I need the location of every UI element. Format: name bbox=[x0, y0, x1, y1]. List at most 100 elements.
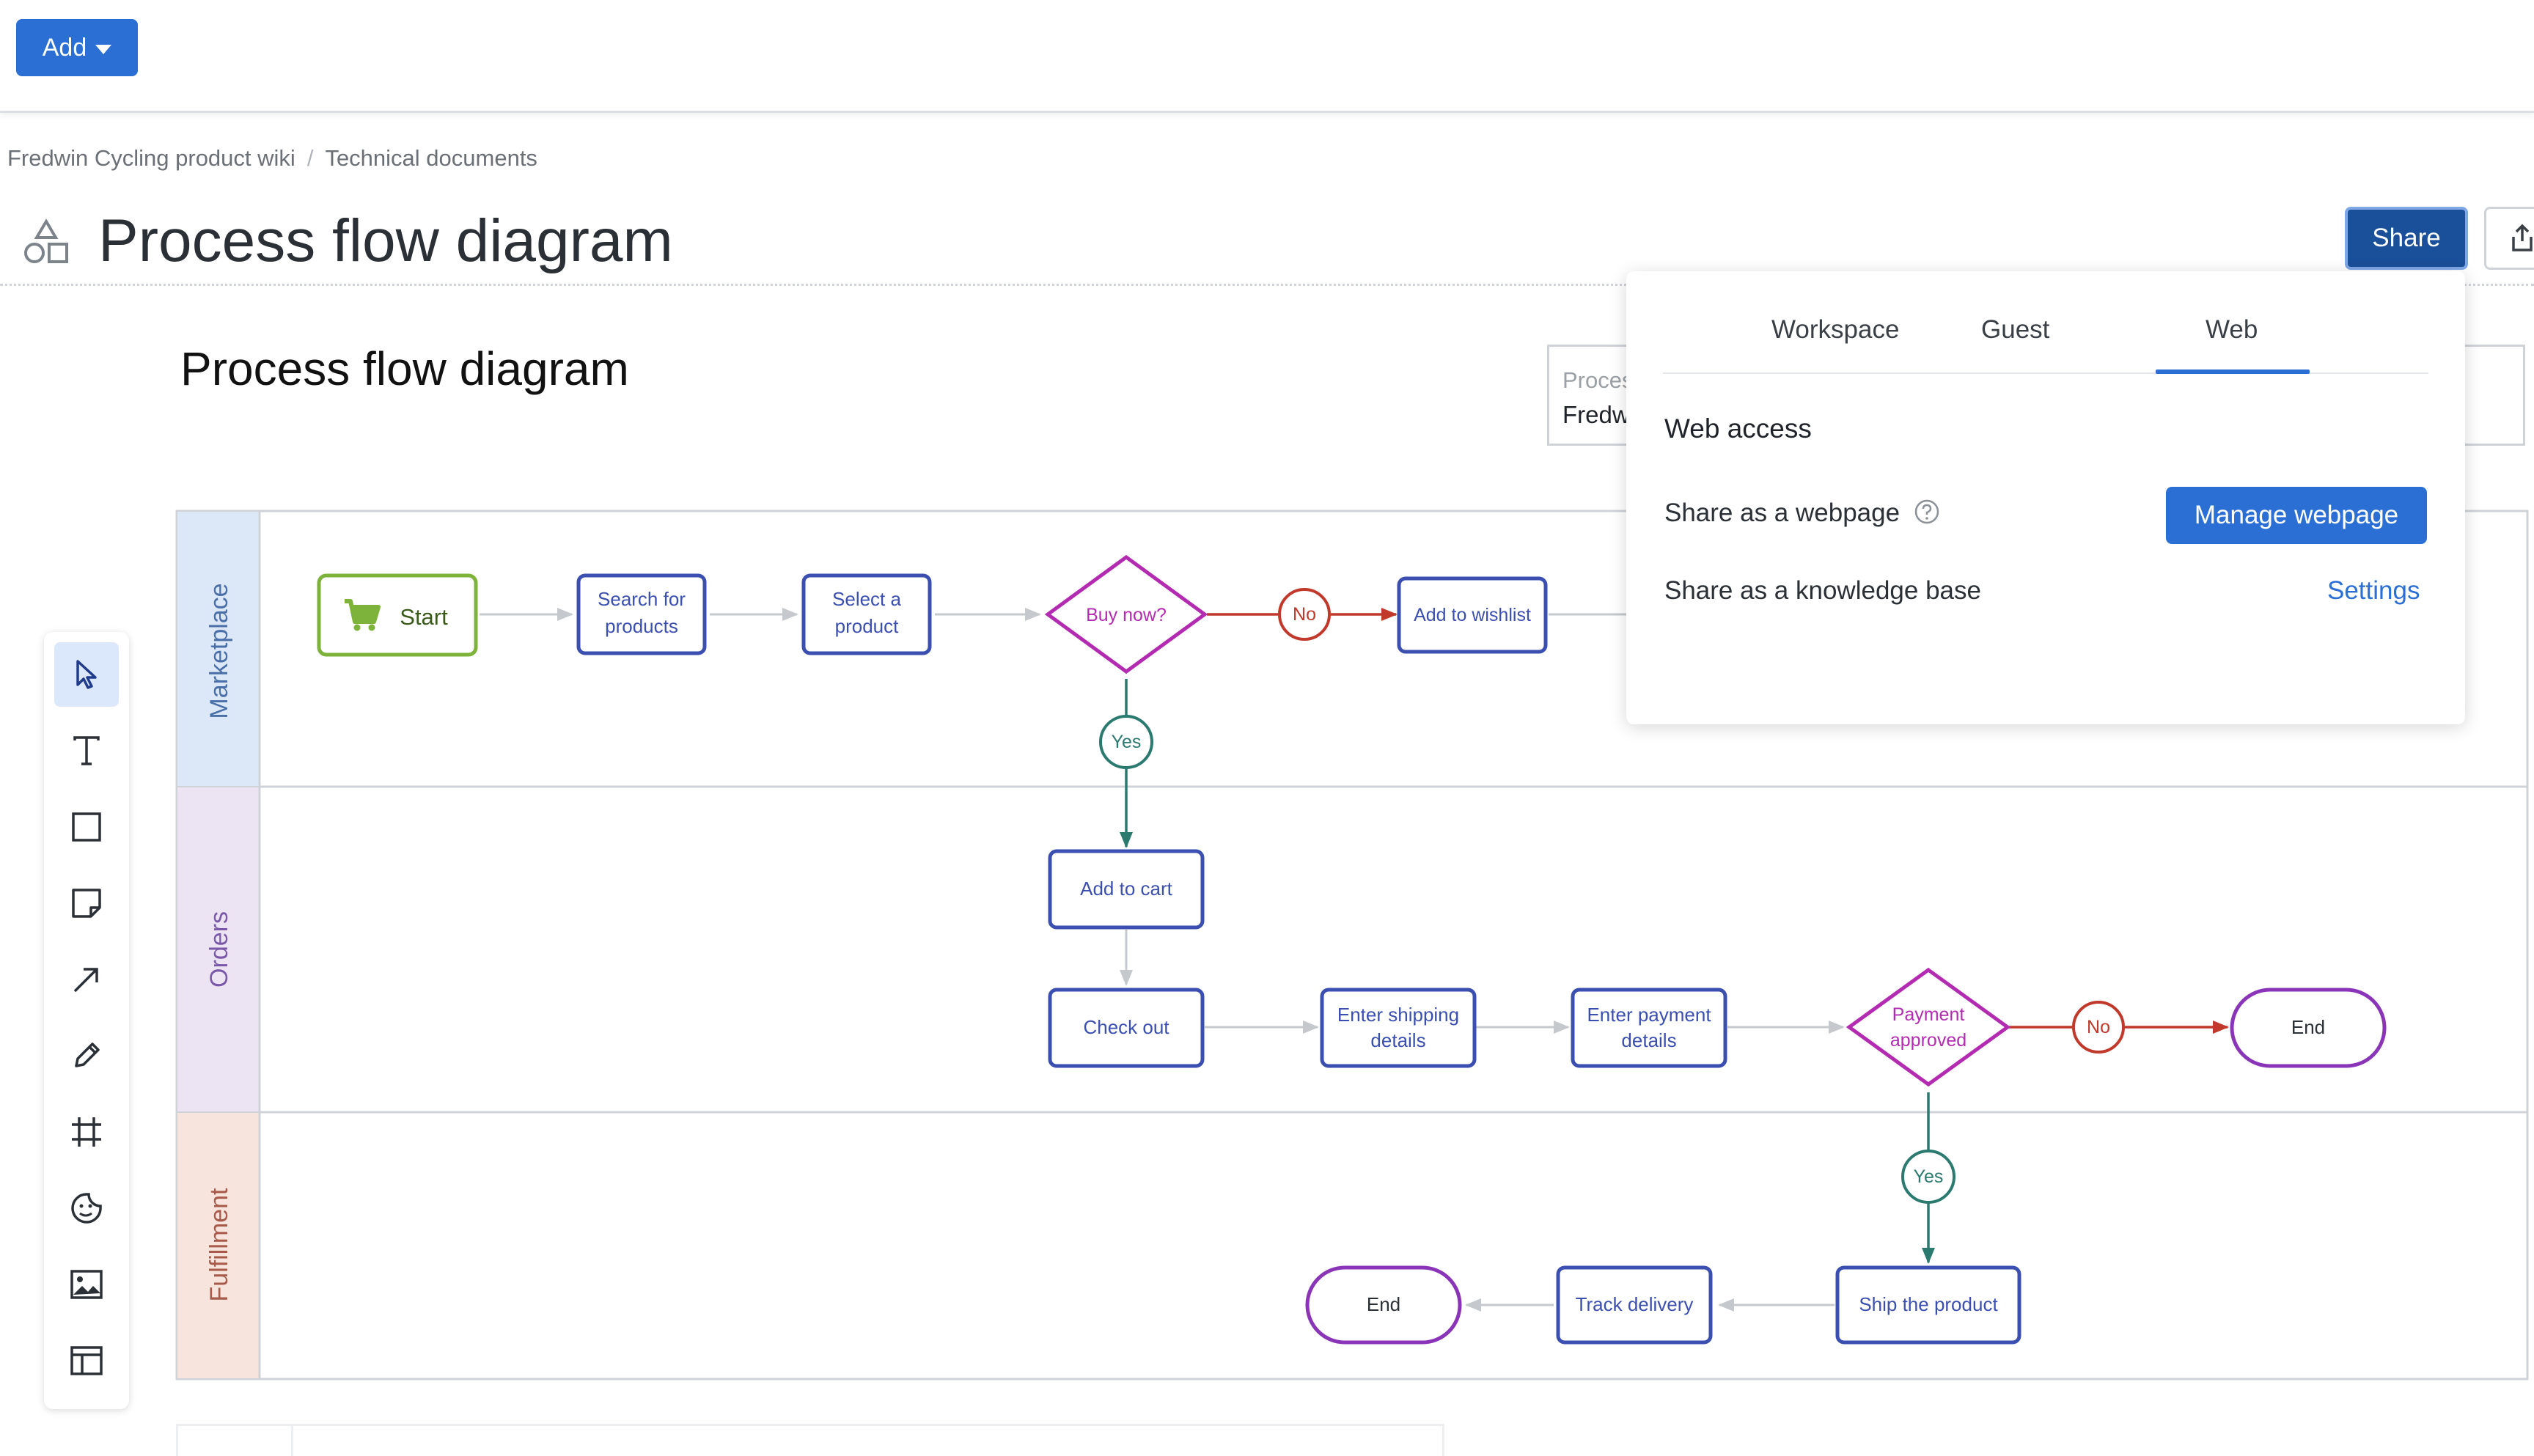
end-1-label: End bbox=[2291, 1016, 2325, 1038]
export-icon bbox=[2512, 224, 2533, 251]
tab-workspace[interactable]: Workspace bbox=[1771, 315, 1900, 344]
text-tool[interactable] bbox=[54, 718, 119, 783]
square-icon bbox=[72, 812, 101, 842]
track-label: Track delivery bbox=[1576, 1293, 1694, 1315]
lane-label-orders: Orders bbox=[205, 911, 233, 988]
flow-node-add-to-cart[interactable]: Add to cart bbox=[1048, 849, 1205, 930]
next-block-preview bbox=[176, 1424, 1444, 1456]
share-as-knowledge-base-label: Share as a knowledge base bbox=[1664, 576, 1981, 605]
page-header: Process flow diagram Share bbox=[0, 198, 2534, 286]
active-tab-indicator bbox=[2156, 369, 2310, 374]
settings-link[interactable]: Settings bbox=[2327, 576, 2420, 605]
flow-node-check-out[interactable]: Check out bbox=[1048, 988, 1205, 1068]
sticker-icon bbox=[71, 1193, 102, 1224]
add-button-label: Add bbox=[42, 33, 87, 62]
sticky-note-tool[interactable] bbox=[54, 871, 119, 935]
lane-label-marketplace: Marketplace bbox=[205, 583, 233, 718]
pointer-icon bbox=[76, 660, 97, 689]
check-out-label: Check out bbox=[1083, 1016, 1169, 1038]
buy-now-label: Buy now? bbox=[1086, 605, 1167, 625]
search-line-2: products bbox=[605, 615, 678, 637]
flow-node-end-2[interactable]: End bbox=[1305, 1265, 1462, 1345]
image-icon bbox=[70, 1270, 103, 1299]
flow-node-search-products[interactable]: Search for products bbox=[576, 573, 707, 655]
layout-icon bbox=[70, 1346, 103, 1375]
frame-tool[interactable] bbox=[54, 1100, 119, 1164]
info-box-value: Fredw bbox=[1562, 401, 1630, 428]
lane-label-fulfillment: Fulfillment bbox=[205, 1188, 233, 1301]
top-bar: Add bbox=[0, 0, 2534, 113]
cart-icon bbox=[345, 599, 381, 631]
share-tabs: Workspace Guest Web bbox=[1663, 293, 2428, 374]
shapes-icon bbox=[24, 218, 68, 263]
breadcrumb-separator: / bbox=[306, 145, 314, 171]
svg-text:Yes: Yes bbox=[1112, 732, 1142, 752]
share-as-webpage-label: Share as a webpage bbox=[1664, 499, 1900, 527]
flow-decision-buy-now[interactable]: Buy now? bbox=[1044, 554, 1208, 674]
breadcrumb-item-wiki[interactable]: Fredwin Cycling product wiki bbox=[7, 145, 295, 171]
flow-label-no-1: No bbox=[1278, 588, 1331, 641]
flow-node-select-product[interactable]: Select a product bbox=[801, 573, 932, 655]
manage-webpage-button[interactable]: Manage webpage bbox=[2166, 487, 2427, 544]
tab-web[interactable]: Web bbox=[2206, 315, 2258, 344]
svg-text:Yes: Yes bbox=[1914, 1166, 1944, 1187]
flow-node-start[interactable]: Start bbox=[317, 573, 478, 657]
sticky-note-icon bbox=[72, 889, 101, 918]
lane-header-orders bbox=[177, 787, 260, 1111]
flow-label-yes-2: Yes bbox=[1901, 1150, 1955, 1204]
wishlist-label: Add to wishlist bbox=[1414, 605, 1531, 625]
flow-node-ship-product[interactable]: Ship the product bbox=[1835, 1265, 2021, 1345]
help-icon[interactable] bbox=[1914, 499, 1940, 525]
select-line-2: product bbox=[835, 615, 899, 637]
select-line-1: Select a bbox=[832, 588, 901, 610]
document-title: Process flow diagram bbox=[180, 342, 629, 395]
add-to-cart-label: Add to cart bbox=[1080, 878, 1173, 900]
share-popover: Workspace Guest Web Web access Share as … bbox=[1626, 271, 2465, 724]
search-line-1: Search for bbox=[598, 588, 686, 610]
flow-node-add-to-wishlist[interactable]: Add to wishlist bbox=[1397, 576, 1548, 654]
payment-approved-line-1: Payment bbox=[1892, 1004, 1965, 1025]
shipping-line-2: details bbox=[1370, 1029, 1425, 1051]
flow-label-yes-1: Yes bbox=[1099, 715, 1153, 769]
canvas-toolbar bbox=[44, 632, 129, 1409]
lane-header-fulfillment bbox=[177, 1113, 260, 1378]
start-label: Start bbox=[400, 604, 448, 630]
frame-icon bbox=[72, 1117, 101, 1147]
add-button[interactable]: Add bbox=[16, 19, 138, 76]
flow-decision-payment-approved[interactable]: Payment approved bbox=[1846, 967, 2011, 1087]
caret-down-icon bbox=[95, 44, 112, 54]
flow-node-enter-shipping[interactable]: Enter shipping details bbox=[1320, 988, 1477, 1068]
breadcrumb-item-technical-documents[interactable]: Technical documents bbox=[325, 145, 537, 171]
pen-tool[interactable] bbox=[54, 1023, 119, 1088]
shape-tool[interactable] bbox=[54, 795, 119, 859]
export-button[interactable] bbox=[2484, 207, 2534, 270]
svg-text:No: No bbox=[1293, 604, 1316, 625]
tab-guest[interactable]: Guest bbox=[1981, 315, 2050, 344]
flow-label-no-2: No bbox=[2072, 1001, 2125, 1054]
end-2-label: End bbox=[1367, 1293, 1400, 1315]
pencil-icon bbox=[75, 1043, 100, 1067]
arrow-icon bbox=[73, 968, 98, 993]
web-access-heading: Web access bbox=[1664, 413, 1812, 444]
share-button[interactable]: Share bbox=[2345, 207, 2468, 270]
svg-text:No: No bbox=[2087, 1017, 2110, 1037]
flow-node-end-1[interactable]: End bbox=[2230, 988, 2387, 1068]
payment-line-1: Enter payment bbox=[1587, 1004, 1711, 1026]
shipping-line-1: Enter shipping bbox=[1337, 1004, 1459, 1026]
template-tool[interactable] bbox=[54, 1328, 119, 1393]
text-icon bbox=[73, 736, 100, 765]
connector-tool[interactable] bbox=[54, 947, 119, 1012]
next-block-divider bbox=[291, 1426, 293, 1456]
sticker-tool[interactable] bbox=[54, 1176, 119, 1240]
flow-node-enter-payment[interactable]: Enter payment details bbox=[1571, 988, 1727, 1068]
payment-line-2: details bbox=[1621, 1029, 1676, 1051]
info-box-label: Proces bbox=[1562, 367, 1634, 393]
lane-header-marketplace bbox=[177, 512, 260, 786]
flow-node-track-delivery[interactable]: Track delivery bbox=[1556, 1265, 1713, 1345]
breadcrumb: Fredwin Cycling product wiki / Technical… bbox=[7, 145, 537, 172]
page-title: Process flow diagram bbox=[98, 207, 673, 274]
image-tool[interactable] bbox=[54, 1252, 119, 1317]
payment-approved-line-2: approved bbox=[1890, 1030, 1966, 1051]
select-tool[interactable] bbox=[54, 642, 119, 707]
